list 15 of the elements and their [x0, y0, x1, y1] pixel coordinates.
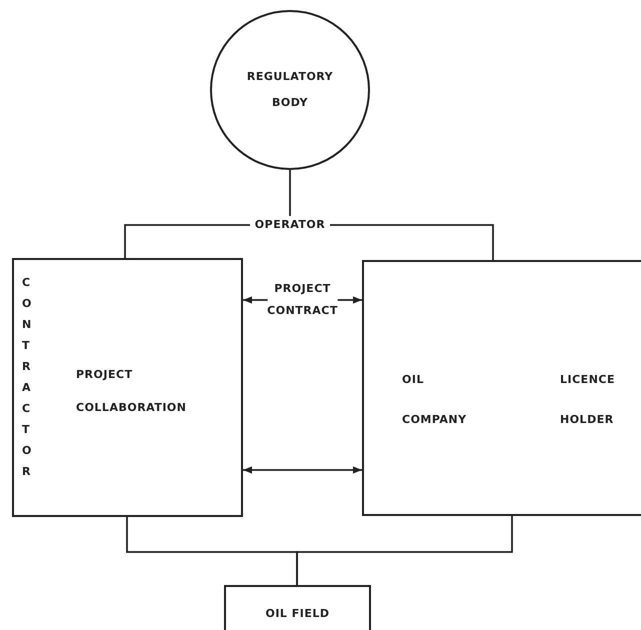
node-label: OIL FIELD — [265, 607, 330, 620]
circle-node — [210, 10, 370, 170]
node-label: LICENCE HOLDER — [560, 372, 615, 428]
node-label: OIL COMPANY — [402, 372, 467, 428]
connector-line — [289, 170, 291, 216]
connector-line — [330, 224, 494, 260]
process-box — [362, 260, 641, 516]
process-box — [12, 258, 243, 517]
node-label: PROJECT COLLABORATION — [76, 367, 186, 416]
connector-line — [124, 224, 250, 258]
node-label: REGULATORY BODY — [246, 69, 334, 111]
arrow — [243, 466, 362, 474]
node-label: CONTRACTOR — [22, 275, 33, 480]
connector-line — [296, 516, 513, 585]
node-label: OPERATOR — [250, 216, 330, 234]
